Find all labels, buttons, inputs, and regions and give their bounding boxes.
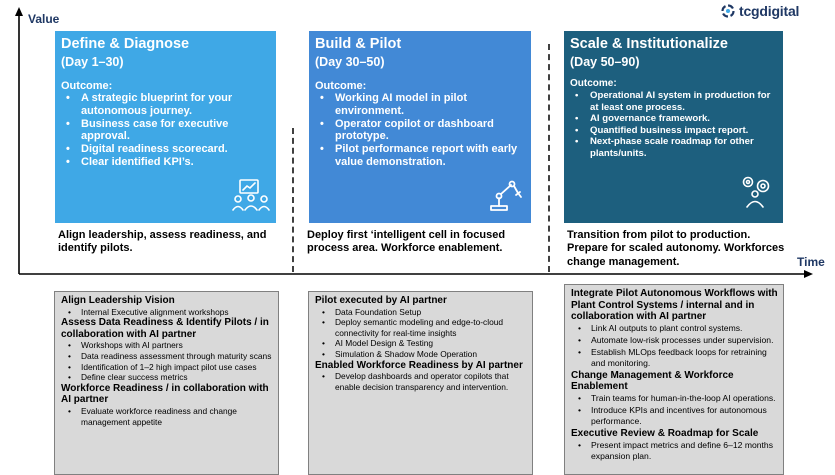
detail-list: Train teams for human-in-the-loop AI ope… bbox=[571, 393, 778, 427]
detail-heading: Assess Data Readiness & Identify Pilots … bbox=[61, 317, 269, 340]
outcome-item: Operational AI system in production for … bbox=[570, 90, 777, 113]
phase-description: Deploy first ‘intelligent cell in focuse… bbox=[307, 229, 506, 255]
phase-divider-2 bbox=[548, 44, 550, 272]
detail-heading: Workforce Readiness / in collaboration w… bbox=[61, 382, 269, 406]
outcome-item: Digital readiness scorecard. bbox=[61, 143, 270, 156]
y-axis-arrow bbox=[15, 7, 23, 16]
logo-mark-icon bbox=[721, 4, 735, 18]
detail-list: Evaluate workforce readiness and change … bbox=[61, 406, 273, 427]
detail-item: AI Model Design & Testing bbox=[315, 338, 527, 349]
phase-card-build-pilot: Build & Pilot (Day 30–50) Outcome: Worki… bbox=[309, 31, 531, 223]
detail-item: Train teams for human-in-the-loop AI ope… bbox=[571, 393, 778, 404]
detail-heading: Change Management & Workforce Enablement bbox=[571, 369, 734, 393]
x-axis-arrow bbox=[804, 270, 813, 278]
outcome-item: Next-phase scale roadmap for other plant… bbox=[570, 136, 777, 159]
outcome-item: Pilot performance report with early valu… bbox=[315, 143, 525, 169]
outcome-list: Operational AI system in production for … bbox=[570, 90, 777, 160]
detail-item: Workshops with AI partners bbox=[61, 340, 273, 351]
brand-logo: tcgdigital bbox=[720, 3, 799, 19]
x-axis-label: Time bbox=[797, 255, 825, 269]
detail-item: Internal Executive alignment workshops bbox=[61, 307, 273, 318]
detail-item: Link AI outputs to plant control systems… bbox=[571, 323, 778, 334]
detail-item: Simulation & Shadow Mode Operation bbox=[315, 349, 527, 360]
team-strategy-icon bbox=[232, 179, 270, 211]
detail-item: Data Foundation Setup bbox=[315, 307, 527, 318]
outcome-item: Business case for executive approval. bbox=[61, 118, 270, 144]
robot-arm-icon bbox=[490, 180, 522, 211]
detail-list: Internal Executive alignment workshops bbox=[61, 307, 273, 318]
detail-heading: Pilot executed by AI partner bbox=[315, 295, 447, 306]
detail-item: Automate low-risk processes under superv… bbox=[571, 335, 778, 346]
outcome-list: Working AI model in pilot environment. O… bbox=[315, 92, 525, 169]
detail-item: Present impact metrics and define 6–12 m… bbox=[571, 440, 778, 462]
phase-title: Define & Diagnose bbox=[61, 36, 190, 52]
detail-box-build-pilot: Pilot executed by AI partner Data Founda… bbox=[308, 291, 533, 475]
phase-days: (Day 50–90) bbox=[570, 55, 640, 69]
detail-item: Deploy semantic modeling and edge-to-clo… bbox=[315, 317, 527, 338]
detail-heading: Integrate Pilot Autonomous Workflows wit… bbox=[571, 288, 778, 323]
detail-item: Define clear success metrics bbox=[61, 372, 273, 383]
detail-list: Present impact metrics and define 6–12 m… bbox=[571, 440, 778, 462]
outcome-item: Clear identified KPI’s. bbox=[61, 156, 270, 169]
phase-days: (Day 1–30) bbox=[61, 55, 124, 69]
outcome-list: A strategic blueprint for your autonomou… bbox=[61, 92, 270, 169]
detail-list: Data Foundation Setup Deploy semantic mo… bbox=[315, 307, 527, 360]
outcome-label: Outcome: bbox=[315, 80, 367, 92]
detail-heading: Executive Review & Roadmap for Scale bbox=[571, 427, 759, 439]
phase-description: Transition from pilot to production. Pre… bbox=[567, 229, 785, 268]
outcome-item: A strategic blueprint for your autonomou… bbox=[61, 92, 270, 118]
outcome-item: Working AI model in pilot environment. bbox=[315, 92, 525, 118]
phase-title: Build & Pilot bbox=[315, 36, 402, 52]
outcome-item: AI governance framework. bbox=[570, 113, 777, 125]
detail-item: Introduce KPIs and incentives for autono… bbox=[571, 405, 778, 427]
outcome-label: Outcome: bbox=[570, 78, 617, 89]
brand-name: tcgdigital bbox=[739, 3, 800, 19]
detail-heading: Enabled Workforce Readiness by AI partne… bbox=[315, 359, 523, 371]
detail-list: Develop dashboards and operator copilots… bbox=[315, 371, 527, 392]
phase-title: Scale & Institutionalize bbox=[570, 36, 728, 52]
detail-item: Evaluate workforce readiness and change … bbox=[61, 406, 273, 427]
detail-list: Workshops with AI partners Data readines… bbox=[61, 340, 273, 382]
y-axis-label: Value bbox=[28, 12, 60, 26]
phase-divider-1 bbox=[292, 128, 294, 272]
outcome-item: Quantified business impact report. bbox=[570, 125, 777, 137]
detail-heading: Align Leadership Vision bbox=[61, 295, 175, 306]
detail-box-scale-institutionalize: Integrate Pilot Autonomous Workflows wit… bbox=[564, 284, 784, 475]
outcome-label: Outcome: bbox=[61, 80, 113, 92]
phase-card-define-diagnose: Define & Diagnose (Day 1–30) Outcome: A … bbox=[55, 31, 276, 223]
phase-card-scale-institutionalize: Scale & Institutionalize (Day 50–90) Out… bbox=[564, 31, 783, 223]
detail-list: Link AI outputs to plant control systems… bbox=[571, 323, 778, 369]
phase-days: (Day 30–50) bbox=[315, 55, 385, 69]
detail-item: Data readiness assessment through maturi… bbox=[61, 351, 273, 362]
detail-item: Establish MLOps feedback loops for retra… bbox=[571, 347, 778, 369]
detail-item: Develop dashboards and operator copilots… bbox=[315, 371, 527, 392]
detail-box-define-diagnose: Align Leadership Vision Internal Executi… bbox=[54, 291, 279, 475]
phase-description: Align leadership, assess readiness, and … bbox=[58, 229, 267, 255]
outcome-item: Operator copilot or dashboard prototype. bbox=[315, 118, 525, 144]
person-gears-icon bbox=[742, 176, 770, 208]
detail-item: Identification of 1–2 high impact pilot … bbox=[61, 362, 273, 373]
